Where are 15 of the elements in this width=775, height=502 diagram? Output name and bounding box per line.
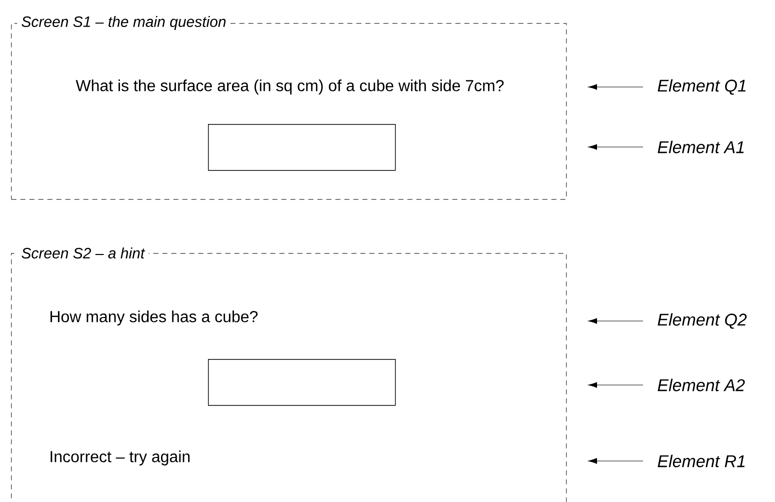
arrow xyxy=(588,144,644,150)
arrow xyxy=(588,318,644,324)
element-label: Element A1 xyxy=(658,140,744,154)
arrow xyxy=(588,458,644,464)
element-label: Element A2 xyxy=(658,378,745,392)
element-label: Element R1 xyxy=(658,454,745,468)
answer-box xyxy=(208,358,396,406)
question-text: What is the surface area (in sq cm) of a cube with side 7cm? xyxy=(76,80,504,94)
question-text: How many sides has a cube? xyxy=(50,310,258,326)
question-text: Incorrect – try again xyxy=(50,450,190,466)
arrow xyxy=(588,84,644,90)
element-label: Element Q2 xyxy=(658,313,747,329)
answer-box xyxy=(208,124,396,171)
element-label: Element Q1 xyxy=(658,79,746,95)
arrow xyxy=(588,382,644,388)
